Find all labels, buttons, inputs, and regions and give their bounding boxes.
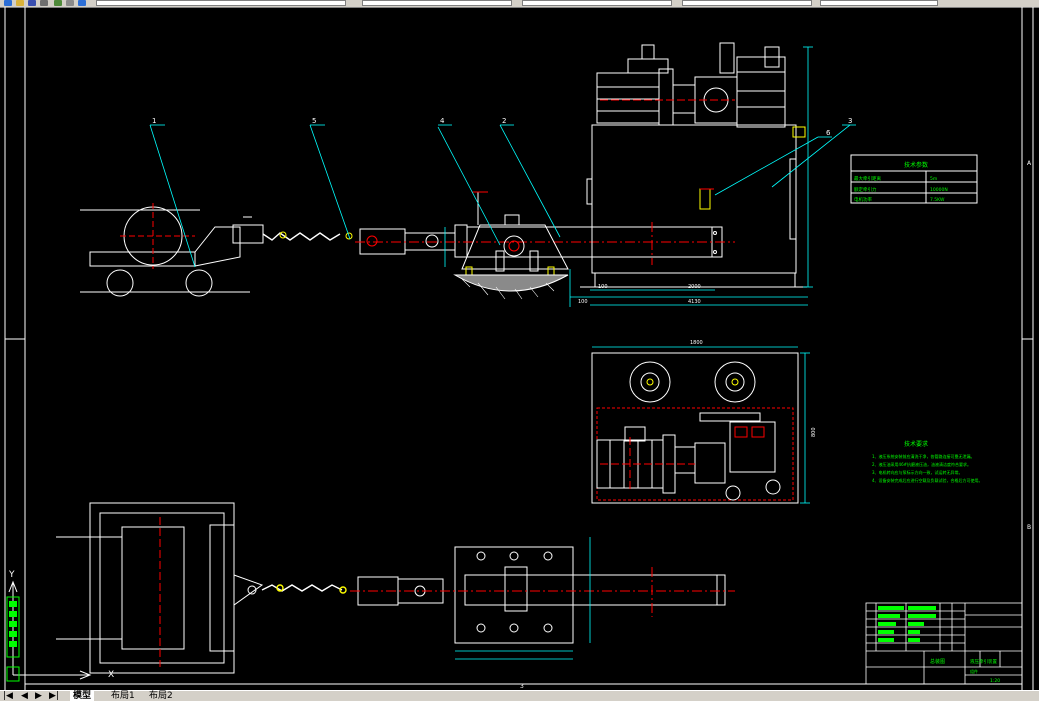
svg-text:100: 100 bbox=[578, 299, 588, 305]
save-icon[interactable] bbox=[28, 0, 36, 6]
rope-shackle bbox=[279, 231, 353, 240]
linetype-combo[interactable] bbox=[682, 0, 812, 6]
title-drawing-name: 液压牵引装置 bbox=[970, 658, 997, 665]
svg-text:3、电机转向应与泵标示方向一致，试运转无异常。: 3、电机转向应与泵标示方向一致，试运转无异常。 bbox=[872, 469, 963, 475]
svg-text:额定牵引力: 额定牵引力 bbox=[854, 186, 877, 193]
workspace-combo[interactable] bbox=[96, 0, 346, 6]
undo-icon[interactable] bbox=[78, 0, 86, 6]
drawing-canvas[interactable]: A B 3 bbox=[0, 7, 1039, 690]
layout-tab-bar: |◀ ◀ ▶ ▶| 模型 布局1 布局2 bbox=[0, 690, 1039, 701]
svg-text:7.5KW: 7.5KW bbox=[930, 197, 945, 203]
balloon-1: 1 bbox=[152, 117, 156, 125]
svg-text:1800: 1800 bbox=[690, 340, 703, 346]
wire-rope-plan bbox=[261, 584, 347, 594]
balloon-4: 4 bbox=[440, 117, 445, 125]
svg-text:800: 800 bbox=[811, 427, 817, 437]
svg-text:5m: 5m bbox=[930, 176, 937, 182]
parameters-table: 技术参数 最大牵引距离 5m 额定牵引力 10000N 电机功率 7.5KW bbox=[850, 154, 978, 204]
hydraulic-tank bbox=[580, 124, 807, 288]
dimension-lines-plan-base bbox=[455, 537, 591, 660]
title-code: 总装图 bbox=[930, 658, 945, 665]
svg-text:2000: 2000 bbox=[688, 284, 701, 290]
balloon-2: 2 bbox=[502, 117, 506, 125]
svg-text:2、液压油采用46#抗磨液压油，油液清洁度符合要求。: 2、液压油采用46#抗磨液压油，油液清洁度符合要求。 bbox=[872, 461, 971, 467]
motor-elevation bbox=[596, 42, 786, 128]
svg-text:电机功率: 电机功率 bbox=[854, 196, 872, 203]
ground-hatch bbox=[453, 274, 569, 300]
color-combo[interactable] bbox=[522, 0, 672, 6]
svg-text:3: 3 bbox=[520, 683, 524, 690]
plan-centerlines bbox=[600, 437, 695, 492]
svg-text:100: 100 bbox=[598, 284, 608, 290]
anchor-base bbox=[461, 191, 569, 276]
svg-text:4、设备安装完成后应进行空载及负载试验，合格后方可使用。: 4、设备安装完成后应进行空载及负载试验，合格后方可使用。 bbox=[872, 477, 983, 483]
svg-text:A: A bbox=[1027, 160, 1032, 167]
nav-next-button[interactable]: ▶ bbox=[35, 691, 42, 701]
tech-req-title: 技术要求 bbox=[904, 440, 928, 448]
new-icon[interactable] bbox=[4, 0, 12, 6]
leader-balloons: 1 5 4 2 6 3 bbox=[152, 117, 852, 137]
title-scale: 1:20 bbox=[990, 678, 1000, 684]
ucs-x-label: X bbox=[108, 670, 114, 680]
title-block-text: 总装图 液压牵引装置 组件 1:20 bbox=[878, 606, 1000, 684]
balloon-3: 3 bbox=[848, 117, 852, 125]
print-icon[interactable] bbox=[40, 0, 48, 6]
power-unit-plan bbox=[591, 352, 799, 504]
cart-plan bbox=[56, 502, 264, 674]
cylinder-plan-centerline bbox=[350, 567, 735, 617]
tab-layout1[interactable]: 布局1 bbox=[111, 691, 135, 701]
dimension-lines-front bbox=[444, 46, 813, 307]
cylinder-clevis bbox=[359, 224, 468, 258]
title-block bbox=[865, 602, 1023, 685]
balloon-5: 5 bbox=[312, 117, 316, 125]
search-icon[interactable] bbox=[54, 0, 62, 6]
svg-text:最大牵引距离: 最大牵引距离 bbox=[854, 175, 881, 182]
params-title: 技术参数 bbox=[904, 161, 928, 169]
ucs-y-label: Y bbox=[8, 570, 15, 580]
layer-combo[interactable] bbox=[362, 0, 512, 6]
cylinder-centerline bbox=[355, 222, 735, 265]
top-toolbar bbox=[0, 0, 1039, 8]
svg-text:1、液压系统安装前应清洗干净，各管路连接可靠无泄漏。: 1、液压系统安装前应清洗干净，各管路连接可靠无泄漏。 bbox=[872, 453, 975, 459]
svg-text:10000N: 10000N bbox=[930, 187, 948, 193]
svg-text:4130: 4130 bbox=[688, 299, 701, 305]
left-palette[interactable] bbox=[6, 596, 20, 682]
nav-last-button[interactable]: ▶| bbox=[49, 691, 59, 701]
balloon-6: 6 bbox=[826, 129, 831, 137]
title-material: 组件 bbox=[970, 668, 978, 674]
leader-lines bbox=[149, 124, 856, 268]
drawing-frame bbox=[4, 7, 1034, 690]
technical-requirements: 技术要求 1、液压系统安装前应清洗干净，各管路连接可靠无泄漏。 2、液压油采用4… bbox=[872, 440, 983, 483]
nav-prev-button[interactable]: ◀ bbox=[21, 691, 28, 701]
tab-layout2[interactable]: 布局2 bbox=[149, 691, 173, 701]
cart-elevation bbox=[80, 206, 264, 297]
wire-rope bbox=[262, 232, 341, 241]
tab-model[interactable]: 模型 bbox=[70, 691, 95, 701]
ucs-icon bbox=[8, 580, 92, 680]
dimension-lines-plan bbox=[592, 346, 810, 504]
nav-first-button[interactable]: |◀ bbox=[3, 691, 13, 701]
dimension-text-front: 100 2000 4130 100 bbox=[578, 284, 701, 305]
lineweight-combo[interactable] bbox=[820, 0, 938, 6]
dimension-text-plan: 1800 800 bbox=[690, 340, 817, 437]
svg-text:B: B bbox=[1027, 524, 1031, 531]
cylinder-plan bbox=[357, 546, 726, 644]
open-icon[interactable] bbox=[16, 0, 24, 6]
frame-zone-marks: A B 3 bbox=[520, 160, 1032, 690]
cut-icon[interactable] bbox=[66, 0, 74, 6]
cart-centerlines bbox=[120, 203, 195, 269]
